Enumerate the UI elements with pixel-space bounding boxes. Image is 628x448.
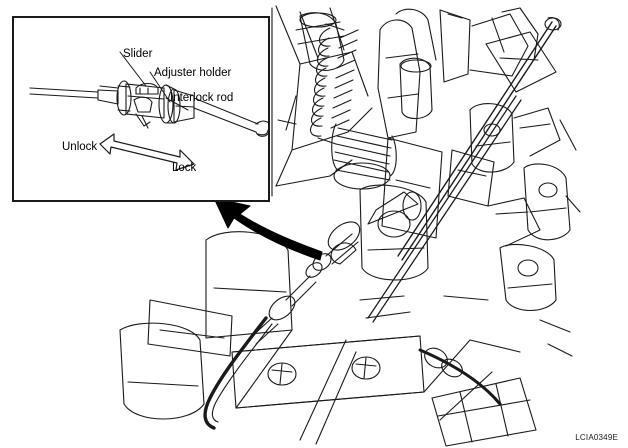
direction-label-unlock: Unlock [62, 141, 98, 153]
direction-label-lock: Lock [172, 162, 197, 174]
callout-label-slider: Slider [123, 48, 153, 60]
figure-code: LCIA0349E [575, 433, 618, 442]
callout-leader-lines [119, 51, 189, 111]
callout-label-interlock-rod: Interlock rod [170, 92, 234, 104]
unlock-lock-arrow-icon [99, 133, 195, 171]
callout-label-adjuster-holder: Adjuster holder [154, 67, 232, 79]
inset-detail-box: Slider Adjuster holder Interlock rod Unl… [12, 16, 270, 202]
inset-illustration [29, 80, 268, 137]
